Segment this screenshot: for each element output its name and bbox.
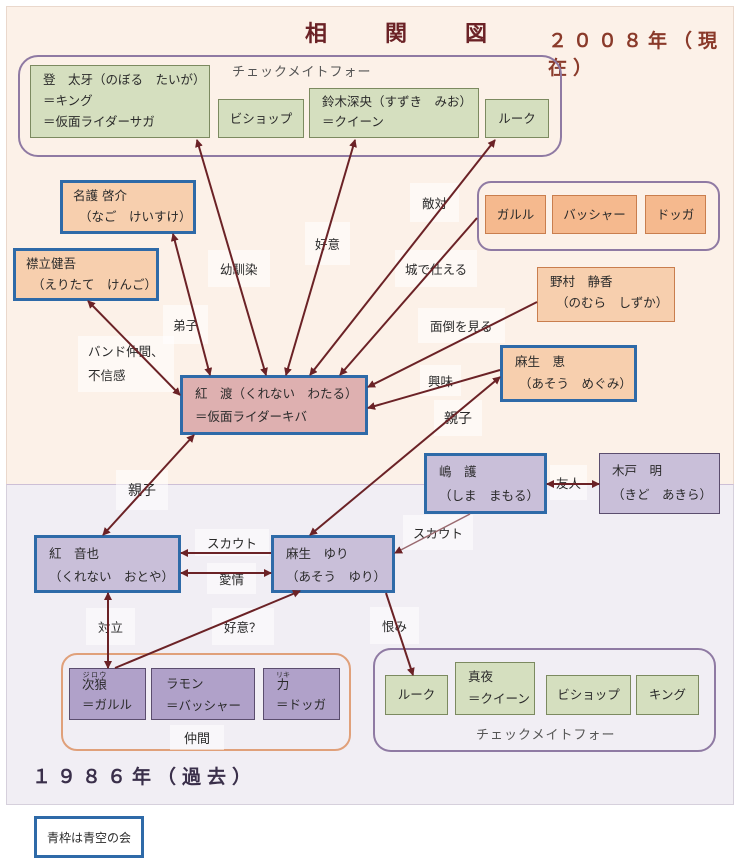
node-rook-past[interactable]: ルーク — [385, 675, 448, 715]
node-taiga[interactable]: 登 太牙（のぼる たいが） ＝キング ＝仮面ライダーサガ — [30, 65, 210, 138]
node-jirou[interactable]: 次狼ジロウ ＝ガルル — [69, 668, 146, 720]
legend-blue-frame: 青枠は青空の会 — [34, 816, 144, 858]
node-wataru-name: 紅 渡（くれない わたる） — [195, 386, 358, 401]
relation-label-kyoumi: 興味 — [420, 365, 462, 396]
node-megumi-reading: （あそう めぐみ） — [519, 376, 632, 391]
node-bishop-past[interactable]: ビショップ — [546, 675, 631, 715]
node-rook-present[interactable]: ルーク — [485, 99, 549, 138]
relation-label-koui-question: 好意？ — [212, 608, 274, 645]
node-bishop-present[interactable]: ビショップ — [218, 99, 304, 138]
node-mio-name: 鈴木深央（すずき みお） — [322, 94, 473, 109]
node-riki-name: 力リキ — [276, 671, 290, 692]
node-garulu-present[interactable]: ガルル — [485, 195, 546, 234]
node-yuri-name: 麻生 ゆり — [286, 546, 349, 561]
node-jirou-name: 次狼ジロウ — [82, 671, 108, 692]
node-shima-name: 嶋 護 — [439, 464, 477, 479]
node-wataru-rider: ＝仮面ライダーキバ — [195, 409, 308, 424]
node-maya[interactable]: 真夜 ＝クイーン — [455, 662, 535, 715]
relation-label-oyako-megumi: 親子 — [434, 400, 482, 436]
node-taiga-rider: ＝仮面ライダーサガ — [43, 114, 155, 129]
node-nago[interactable]: 名護 啓介 （なご けいすけ） — [60, 180, 196, 234]
group-label-nakama: 仲間 — [170, 725, 225, 750]
era-past-label: １９８６年（過去） — [32, 766, 258, 788]
node-maya-role: ＝クイーン — [468, 691, 530, 706]
node-king-past[interactable]: キング — [636, 675, 699, 715]
node-ramon-role: ＝バッシャー — [166, 698, 242, 713]
relation-label-tairitsu: 対立 — [86, 608, 136, 645]
group-label-checkmate-past: チェックメイトフォー — [476, 728, 616, 743]
node-eritate-name: 襟立健吾 — [26, 256, 77, 271]
node-nago-name: 名護 啓介 — [73, 188, 127, 203]
relation-label-aijou: 愛情 — [207, 563, 257, 594]
relation-label-mendou: 面倒を見る — [418, 308, 505, 343]
node-taiga-role: ＝キング — [43, 93, 93, 108]
node-nomura[interactable]: 野村 静香 （のむら しずか） — [537, 267, 675, 322]
node-nomura-name: 野村 静香 — [550, 274, 613, 289]
relation-label-band-line1: バンド仲間、 — [88, 344, 164, 359]
relation-label-koui: 好意 — [305, 222, 351, 265]
relation-label-osananajimi: 幼馴染 — [208, 250, 270, 287]
node-ramon-name: ラモン — [166, 676, 204, 691]
node-shima-reading: （しま まもる） — [439, 488, 540, 503]
group-label-checkmate-present: チェックメイトフォー — [232, 65, 372, 80]
node-otoya[interactable]: 紅 音也 （くれない おとや） — [34, 535, 181, 593]
node-nago-reading: （なご けいすけ） — [79, 209, 192, 224]
node-kido[interactable]: 木戸 明 （きど あきら） — [599, 453, 720, 514]
node-dogga-present[interactable]: ドッガ — [645, 195, 706, 234]
node-eritate[interactable]: 襟立健吾 （えりたて けんご） — [13, 248, 159, 301]
node-otoya-name: 紅 音也 — [49, 546, 100, 561]
relation-label-urami: 恨み — [370, 607, 420, 644]
node-otoya-reading: （くれない おとや） — [49, 569, 175, 584]
relation-label-yuujin: 友人 — [550, 465, 588, 500]
relation-label-tekitai: 敵対 — [410, 183, 460, 222]
node-megumi-name: 麻生 恵 — [515, 354, 566, 369]
node-megumi[interactable]: 麻生 恵 （あそう めぐみ） — [500, 345, 637, 402]
node-riki[interactable]: 力リキ ＝ドッガ — [263, 668, 340, 720]
diagram-title: 相 関 図 — [305, 22, 506, 47]
node-yuri[interactable]: 麻生 ゆり （あそう ゆり） — [271, 535, 395, 593]
node-mio-role: ＝クイーン — [322, 114, 384, 129]
relation-label-shiro: 城で仕える — [395, 250, 478, 287]
node-ramon[interactable]: ラモン ＝バッシャー — [151, 668, 255, 720]
relation-label-band: バンド仲間、 不信感 — [78, 336, 174, 392]
node-shima[interactable]: 嶋 護 （しま まもる） — [424, 453, 547, 514]
group-checkmate-four-past — [373, 648, 716, 752]
node-yuri-reading: （あそう ゆり） — [286, 569, 387, 584]
node-eritate-reading: （えりたて けんご） — [32, 277, 158, 292]
node-kido-name: 木戸 明 — [612, 463, 663, 478]
relation-label-scout-shima: スカウト — [403, 515, 474, 550]
node-riki-role: ＝ドッガ — [276, 697, 327, 712]
node-kido-reading: （きど あきら） — [612, 487, 713, 502]
node-jirou-role: ＝ガルル — [82, 697, 133, 712]
relation-label-scout-yuri: スカウト — [195, 529, 270, 556]
node-mio[interactable]: 鈴木深央（すずき みお） ＝クイーン — [309, 88, 479, 138]
era-present-label: ２００８年（現在） — [548, 30, 724, 79]
relation-label-oyako-otoya: 親子 — [116, 470, 168, 510]
node-basshaa-present[interactable]: バッシャー — [552, 195, 637, 234]
node-wataru[interactable]: 紅 渡（くれない わたる） ＝仮面ライダーキバ — [180, 375, 368, 435]
relation-label-band-line2: 不信感 — [88, 368, 126, 383]
node-nomura-reading: （のむら しずか） — [556, 295, 669, 310]
node-maya-name: 真夜 — [468, 669, 494, 684]
node-taiga-name: 登 太牙（のぼる たいが） — [43, 72, 206, 87]
